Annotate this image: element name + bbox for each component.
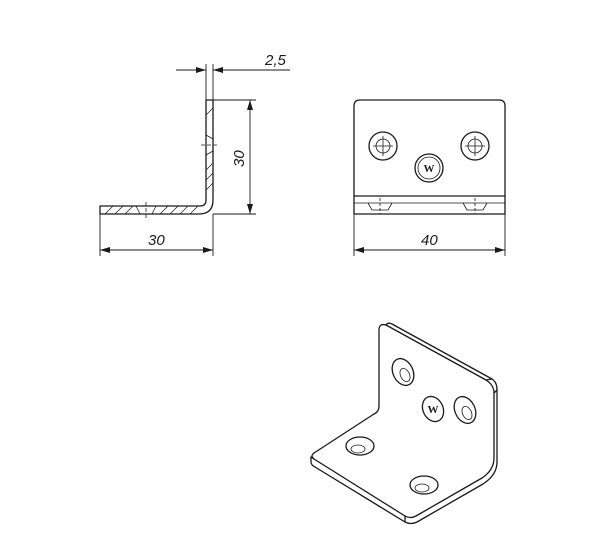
iso-bottom-flange [311, 413, 495, 519]
svg-text:W: W [424, 163, 435, 175]
iso-hole-lower-right [409, 475, 439, 495]
dimension-height-label: 30 [231, 150, 248, 167]
iso-vertical-plate [378, 323, 495, 459]
iso-hole-upper-right [453, 395, 477, 425]
dimension-side-width-label: 30 [148, 232, 165, 249]
front-hole-left [368, 131, 398, 161]
dimension-front-width: 40 [353, 214, 506, 256]
dimension-front-width-label: 40 [421, 232, 438, 249]
dimension-thickness-label: 2,5 [264, 52, 287, 69]
isometric-view: W [310, 322, 498, 525]
iso-hole-lower-left [345, 436, 375, 456]
iso-hole-upper-left [391, 357, 415, 387]
front-bottom-holes [367, 198, 488, 214]
iso-logo-icon: W [421, 395, 445, 423]
dimension-thickness: 2,5 [176, 52, 290, 100]
dimension-side-width: 30 [99, 214, 214, 256]
svg-text:W: W [428, 404, 439, 416]
front-view: W 40 [353, 99, 506, 256]
front-plate-outline [353, 99, 506, 215]
side-hole-vertical [201, 134, 217, 156]
dimension-height: 30 [213, 99, 256, 215]
side-profile-outline [99, 99, 214, 215]
front-logo-icon: W [414, 153, 444, 183]
side-section-hatching [104, 107, 213, 214]
side-hole-bottom [135, 202, 157, 218]
side-view: 2,5 30 30 [99, 52, 290, 256]
front-hole-right [460, 131, 490, 161]
